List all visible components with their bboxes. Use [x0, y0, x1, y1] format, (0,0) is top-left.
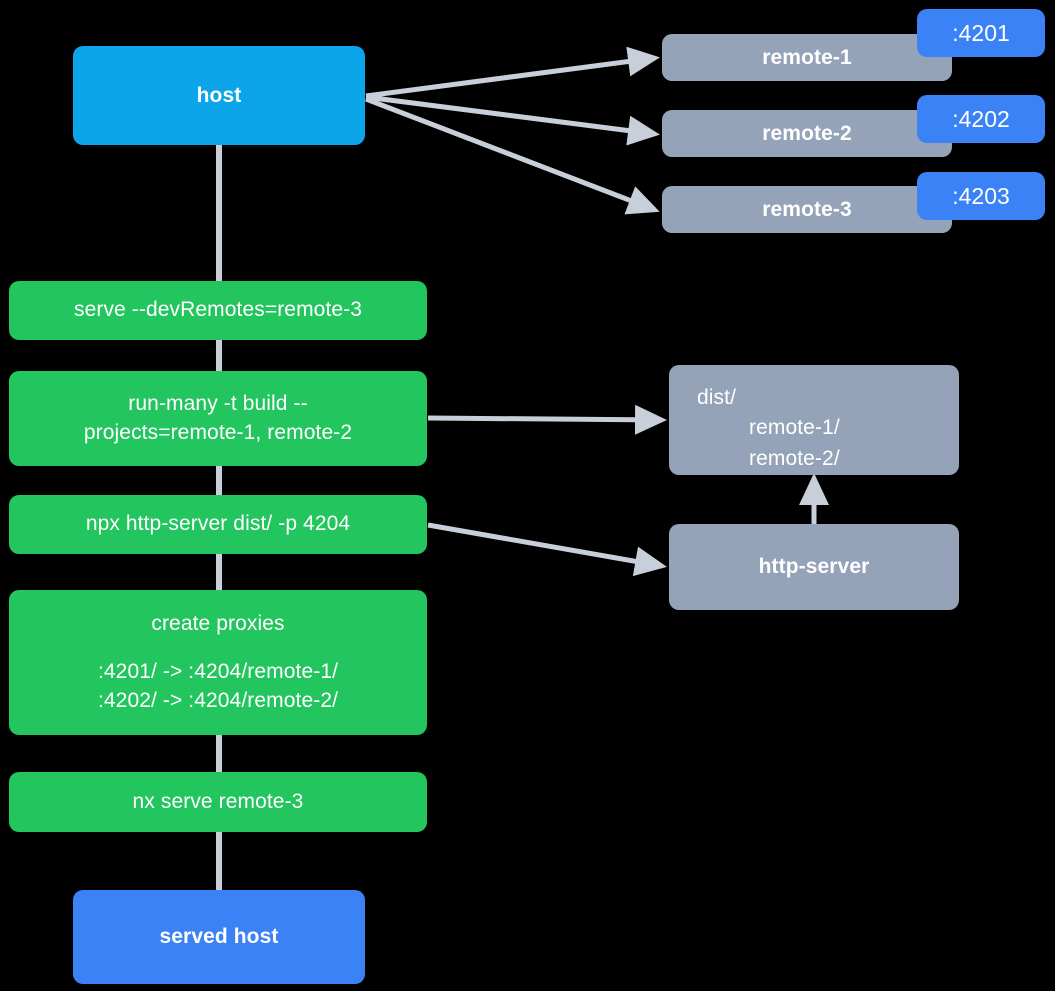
dist-folder-line-3: remote-2/: [749, 446, 840, 470]
edge-host-remote-2: [365, 94, 660, 146]
port-badge-remote-1: :4201: [917, 9, 1045, 57]
command-create-proxies-line-1: create proxies: [151, 611, 285, 635]
node-remote-3[interactable]: remote-3: [662, 186, 952, 233]
node-command-serve-dev-remotes[interactable]: serve --devRemotes=remote-3: [9, 281, 427, 340]
edge-host-remote-3: [365, 96, 660, 215]
node-dist-folder[interactable]: dist/ remote-1/ remote-2/: [669, 365, 959, 475]
command-create-proxies-line-3: :4202/ -> :4204/remote-2/: [97, 688, 339, 712]
edge-host-remote-1: [365, 46, 660, 99]
port-badge-remote-2: :4202: [917, 95, 1045, 143]
port-badge-remote-2-label: :4202: [952, 105, 1010, 132]
edge-npx-httpserver: [427, 522, 667, 577]
command-nx-serve-remote-3-line-1: nx serve remote-3: [132, 789, 304, 813]
node-host[interactable]: host: [73, 46, 365, 145]
node-remote-2-label: remote-2: [762, 121, 852, 145]
port-badge-remote-1-label: :4201: [952, 19, 1010, 46]
port-badge-remote-3: :4203: [917, 172, 1045, 220]
edge-runmany-dist: [427, 404, 667, 435]
node-remote-2[interactable]: remote-2: [662, 110, 952, 157]
node-command-create-proxies[interactable]: create proxies :4201/ -> :4204/remote-1/…: [9, 590, 427, 735]
node-remote-1-label: remote-1: [762, 45, 852, 69]
port-badge-remote-3-label: :4203: [952, 182, 1010, 209]
command-npx-http-server-line-1: npx http-server dist/ -p 4204: [85, 512, 351, 536]
node-command-npx-http-server[interactable]: npx http-server dist/ -p 4204: [9, 495, 427, 554]
command-serve-dev-remotes-line-1: serve --devRemotes=remote-3: [73, 298, 363, 322]
node-remote-1[interactable]: remote-1: [662, 34, 952, 81]
command-run-many-build-line-1: run-many -t build --: [128, 392, 308, 416]
node-http-server-label: http-server: [758, 555, 870, 578]
node-served-host-label: served host: [159, 925, 279, 948]
command-create-proxies-line-2: :4201/ -> :4204/remote-1/: [97, 660, 339, 684]
node-host-label: host: [196, 83, 242, 107]
node-command-run-many-build[interactable]: run-many -t build -- projects=remote-1, …: [9, 371, 427, 466]
dist-folder-line-1: dist/: [697, 386, 737, 409]
node-remote-3-label: remote-3: [762, 197, 852, 221]
node-command-nx-serve-remote-3[interactable]: nx serve remote-3: [9, 772, 427, 832]
node-served-host[interactable]: served host: [73, 890, 365, 984]
dist-folder-line-2: remote-1/: [749, 416, 840, 440]
command-run-many-build-line-2: projects=remote-1, remote-2: [83, 420, 353, 444]
node-http-server[interactable]: http-server: [669, 524, 959, 610]
